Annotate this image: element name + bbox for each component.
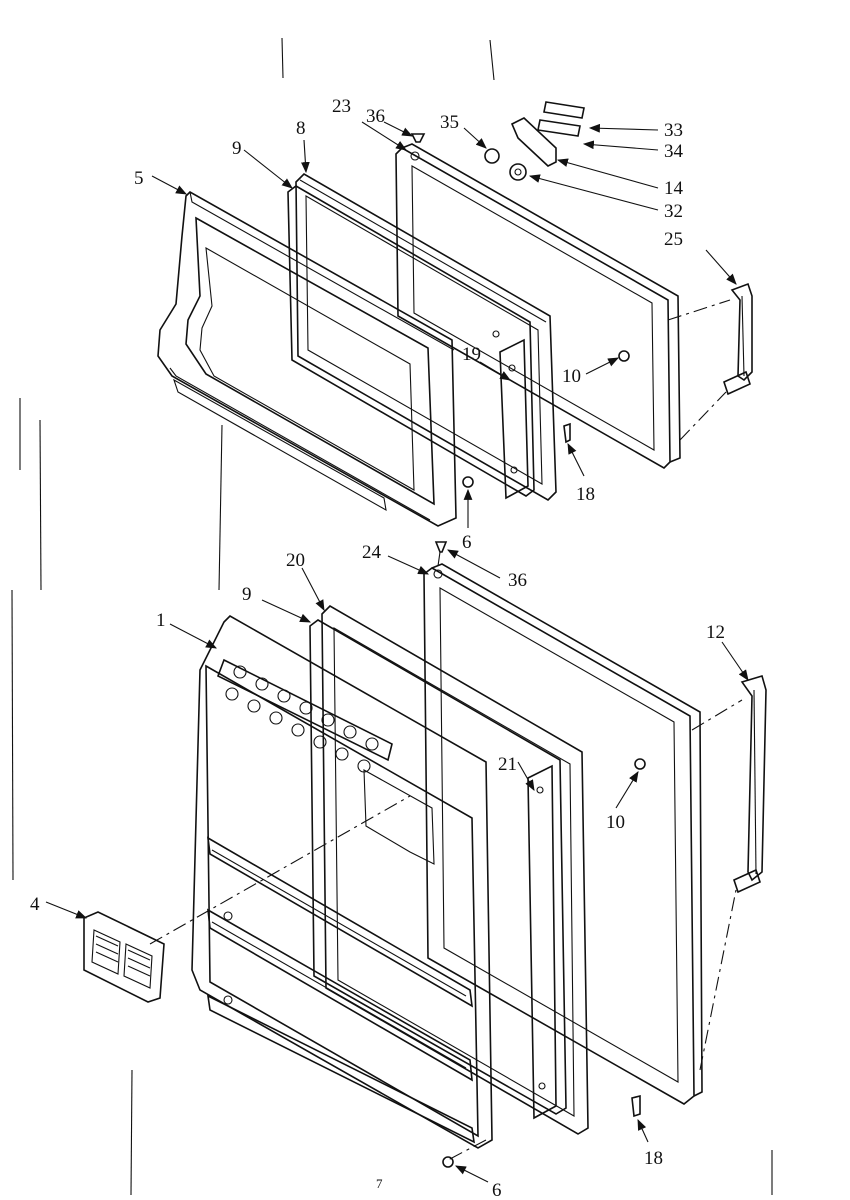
leader-lines bbox=[45, 121, 749, 1183]
upper-hinge-assembly bbox=[410, 101, 585, 181]
freezer-breaker-strip bbox=[287, 185, 535, 500]
callout-9-top: 9 bbox=[232, 138, 242, 159]
callout-10-bottom: 10 bbox=[606, 812, 625, 833]
freezer-door-gasket bbox=[295, 173, 557, 501]
callout-25: 25 bbox=[664, 229, 683, 250]
callout-4: 4 bbox=[30, 894, 40, 915]
callout-10-top: 10 bbox=[562, 366, 581, 387]
egg-tray-cups bbox=[225, 665, 379, 773]
callout-23: 23 bbox=[332, 96, 351, 117]
callout-36-top: 36 bbox=[366, 106, 385, 127]
freezer-door-liner bbox=[157, 191, 457, 527]
callout-33: 33 bbox=[664, 120, 683, 141]
callout-18-bottom: 18 bbox=[644, 1148, 663, 1169]
fresh-food-door-handle bbox=[434, 541, 767, 1168]
fresh-food-door-gasket bbox=[321, 604, 589, 1135]
callout-labels: 33 34 14 32 25 35 36 23 8 9 5 19 10 18 6… bbox=[30, 96, 725, 1200]
callout-36-bottom: 36 bbox=[508, 570, 527, 591]
callout-1: 1 bbox=[156, 610, 166, 631]
callout-6-top: 6 bbox=[462, 532, 472, 553]
callout-20: 20 bbox=[286, 550, 305, 571]
callout-18-top: 18 bbox=[576, 484, 595, 505]
butter-compartment-door bbox=[83, 911, 165, 1003]
callout-5: 5 bbox=[134, 168, 144, 189]
callout-21: 21 bbox=[498, 754, 517, 775]
callout-6-bottom: 6 bbox=[492, 1180, 502, 1200]
callout-34: 34 bbox=[664, 141, 684, 162]
freezer-door-handle bbox=[462, 282, 753, 488]
callout-19: 19 bbox=[462, 344, 481, 365]
fresh-food-door-liner bbox=[191, 615, 493, 1149]
callout-12: 12 bbox=[706, 622, 725, 643]
callout-32: 32 bbox=[664, 201, 683, 222]
freezer-outer-door-panel bbox=[395, 143, 681, 469]
scan-edge-marks bbox=[11, 37, 773, 1196]
assembly-center-lines bbox=[149, 299, 743, 1161]
fresh-food-breaker-strip bbox=[309, 619, 567, 1120]
callout-14: 14 bbox=[664, 178, 684, 199]
callout-9-bottom: 9 bbox=[242, 584, 252, 605]
callout-24: 24 bbox=[362, 542, 382, 563]
fresh-food-outer-door-panel bbox=[423, 563, 703, 1105]
page-mark: 7 bbox=[376, 1176, 383, 1191]
callout-35: 35 bbox=[440, 112, 459, 133]
callout-8: 8 bbox=[296, 118, 306, 139]
